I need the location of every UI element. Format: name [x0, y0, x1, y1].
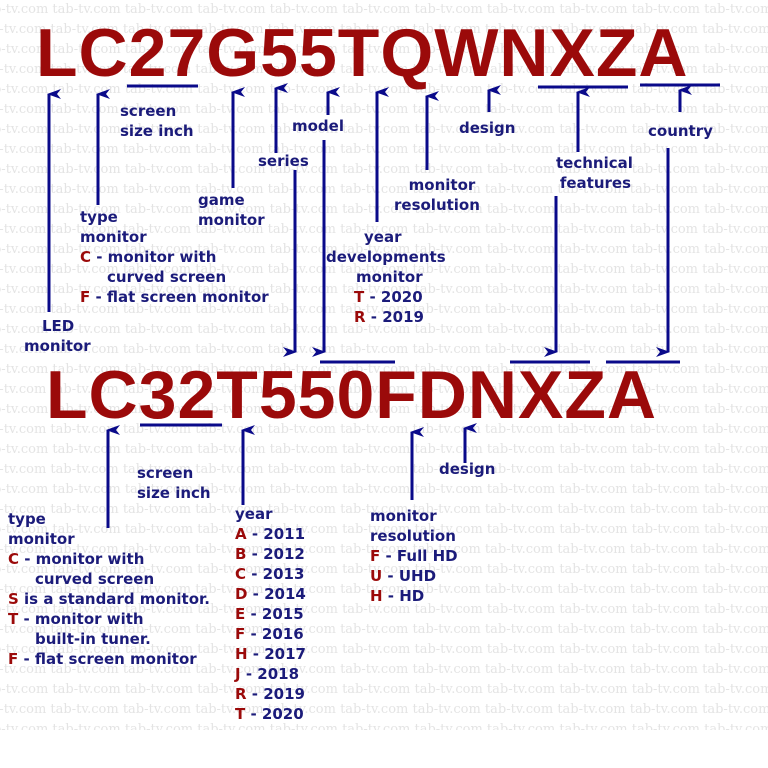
label-screen-size-bottom: screen size inch [137, 464, 211, 502]
watermark-row: tab-tv.com tab-tv.com tab-tv.com tab-tv.… [0, 662, 768, 677]
label-year-top: year developments monitor T - 2020 R - 2… [326, 228, 446, 326]
watermark-row: tab-tv.com tab-tv.com tab-tv.com tab-tv.… [0, 622, 768, 637]
label-model: model [292, 117, 344, 135]
watermark-row: tab-tv.com tab-tv.com tab-tv.com tab-tv.… [0, 602, 768, 617]
watermark-row: tab-tv.com tab-tv.com tab-tv.com tab-tv.… [0, 362, 768, 377]
watermark-row: tab-tv.com tab-tv.com tab-tv.com tab-tv.… [0, 142, 768, 157]
watermark-row: tab-tv.com tab-tv.com tab-tv.com tab-tv.… [0, 462, 768, 477]
watermark-row: tab-tv.com tab-tv.com tab-tv.com tab-tv.… [0, 182, 768, 197]
label-type-top: type monitor C - monitor with curved scr… [80, 208, 269, 306]
watermark-row: tab-tv.com tab-tv.com tab-tv.com tab-tv.… [0, 102, 768, 117]
watermark-row: tab-tv.com tab-tv.com tab-tv.com tab-tv.… [0, 562, 768, 577]
watermark-row: tab-tv.com tab-tv.com tab-tv.com tab-tv.… [0, 642, 768, 657]
watermark-row: tab-tv.com tab-tv.com tab-tv.com tab-tv.… [0, 682, 768, 697]
label-game-monitor: game monitor [198, 191, 265, 229]
watermark-row: tab-tv.com tab-tv.com tab-tv.com tab-tv.… [0, 342, 768, 357]
watermark-row: tab-tv.com tab-tv.com tab-tv.com tab-tv.… [0, 42, 768, 57]
watermark-row: tab-tv.com tab-tv.com tab-tv.com tab-tv.… [0, 22, 768, 37]
watermark-row: tab-tv.com tab-tv.com tab-tv.com tab-tv.… [0, 242, 768, 257]
label-design-bottom: design [439, 460, 496, 478]
watermark-row: tab-tv.com tab-tv.com tab-tv.com tab-tv.… [0, 222, 768, 237]
watermark-background: tab-tv.com tab-tv.com tab-tv.com tab-tv.… [0, 2, 768, 730]
top-model-code: LC27G55TQWNXZA [36, 15, 689, 91]
watermark-row: tab-tv.com tab-tv.com tab-tv.com tab-tv.… [0, 502, 768, 517]
watermark-row: tab-tv.com tab-tv.com tab-tv.com tab-tv.… [0, 202, 768, 217]
label-resolution-bottom: monitor resolution F - Full HD U - UHD H… [370, 507, 458, 605]
watermark-row: tab-tv.com tab-tv.com tab-tv.com tab-tv.… [0, 62, 768, 77]
watermark-row: tab-tv.com tab-tv.com tab-tv.com tab-tv.… [0, 442, 768, 457]
watermark-row: tab-tv.com tab-tv.com tab-tv.com tab-tv.… [0, 522, 768, 537]
label-resolution-top: monitor resolution [394, 176, 480, 214]
watermark-row: tab-tv.com tab-tv.com tab-tv.com tab-tv.… [0, 282, 768, 297]
label-country: country [648, 122, 713, 140]
label-year-bottom: year A - 2011 B - 2012 C - 2013 D - 2014… [235, 505, 306, 723]
label-design-top: design [459, 119, 516, 137]
label-led-monitor: LED monitor [24, 317, 91, 355]
watermark-row: tab-tv.com tab-tv.com tab-tv.com tab-tv.… [0, 382, 768, 397]
watermark-row: tab-tv.com tab-tv.com tab-tv.com tab-tv.… [0, 542, 768, 557]
label-series: series [258, 152, 309, 170]
watermark-row: tab-tv.com tab-tv.com tab-tv.com tab-tv.… [0, 2, 768, 17]
bottom-model-code: LC32T550FDNXZA [46, 357, 658, 433]
watermark-row: tab-tv.com tab-tv.com tab-tv.com tab-tv.… [0, 482, 768, 497]
watermark-row: tab-tv.com tab-tv.com tab-tv.com tab-tv.… [0, 162, 768, 177]
label-screen-size-top: screen size inch [120, 102, 194, 140]
watermark-row: tab-tv.com tab-tv.com tab-tv.com tab-tv.… [0, 262, 768, 277]
watermark-row: tab-tv.com tab-tv.com tab-tv.com tab-tv.… [0, 582, 768, 597]
watermark-row: tab-tv.com tab-tv.com tab-tv.com tab-tv.… [0, 402, 768, 417]
label-type-bottom: type monitor C - monitor with curved scr… [8, 510, 210, 668]
label-technical-features: technical features [556, 154, 633, 192]
watermark-row: tab-tv.com tab-tv.com tab-tv.com tab-tv.… [0, 302, 768, 317]
watermark-row: tab-tv.com tab-tv.com tab-tv.com tab-tv.… [0, 322, 768, 337]
watermark-row: tab-tv.com tab-tv.com tab-tv.com tab-tv.… [0, 702, 768, 717]
watermark-row: tab-tv.com tab-tv.com tab-tv.com tab-tv.… [0, 722, 768, 730]
watermark-row: tab-tv.com tab-tv.com tab-tv.com tab-tv.… [0, 122, 768, 137]
